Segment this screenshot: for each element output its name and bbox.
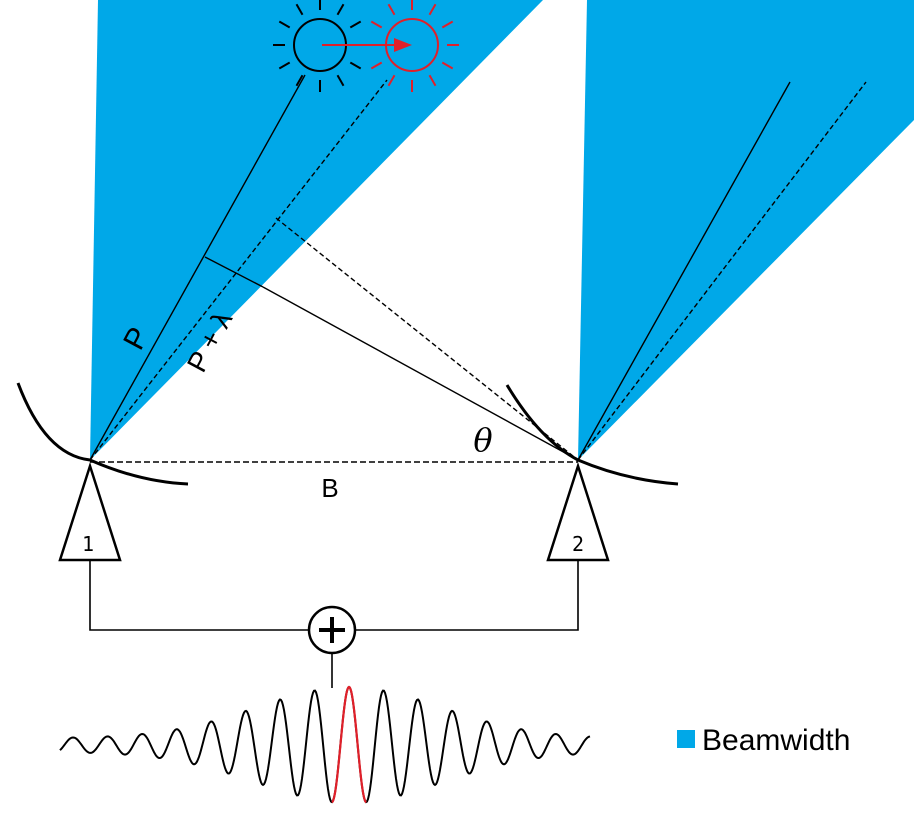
beam-region-antenna-2 bbox=[578, 0, 914, 460]
signal-wire bbox=[89, 560, 579, 631]
antenna-1-label: 1 bbox=[82, 532, 94, 556]
ray-solid-antenna-1 bbox=[89, 74, 306, 461]
legend-label: Beamwidth bbox=[702, 724, 850, 757]
angle-label: θ bbox=[473, 421, 492, 459]
antenna-2-label: 2 bbox=[572, 532, 584, 556]
baseline-label: B bbox=[321, 473, 338, 503]
antenna-2: 2 bbox=[546, 461, 610, 562]
moved-source-icon bbox=[365, 0, 459, 92]
projection-line-dashed bbox=[275, 217, 579, 461]
motion-arrow-icon bbox=[322, 38, 412, 52]
antenna-1: 1 bbox=[58, 461, 122, 562]
ray-solid-antenna-2 bbox=[577, 81, 791, 461]
wavefront-segment bbox=[204, 256, 264, 288]
legend: Beamwidth bbox=[677, 724, 850, 757]
interference-fringe-waveform bbox=[59, 685, 591, 804]
ray-dashed-antenna-2 bbox=[577, 81, 867, 461]
beam-region-antenna-1 bbox=[90, 0, 543, 460]
combiner-icon bbox=[307, 605, 357, 655]
projection-line-solid bbox=[262, 286, 579, 461]
central-fringe-highlight bbox=[331, 686, 367, 804]
source-icon bbox=[273, 0, 367, 92]
ray-dashed-antenna-1 bbox=[89, 79, 388, 461]
legend-swatch bbox=[677, 730, 695, 748]
